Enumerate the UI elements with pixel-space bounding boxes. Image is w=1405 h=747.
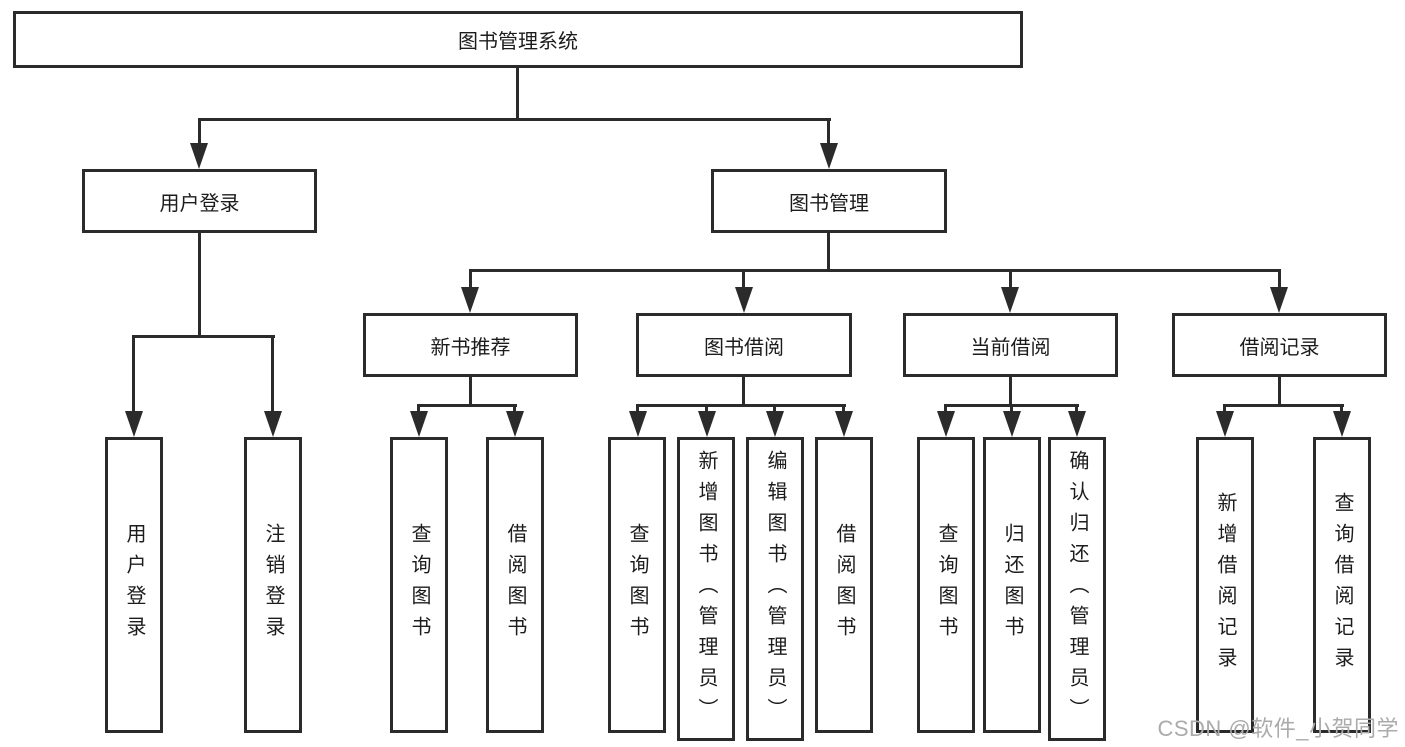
leaf-user-login: 用户登录 xyxy=(105,437,163,733)
connector-l3-drop xyxy=(1009,269,1012,289)
arrowhead-icon xyxy=(766,411,784,437)
leaf-bb-edit-books-admin-label: 编辑图书（管理员） xyxy=(764,449,786,729)
leaf-bb-borrow-books-label: 借阅图书 xyxy=(833,523,855,647)
connector-leaf-drop xyxy=(513,404,516,413)
arrowhead-icon xyxy=(1001,287,1019,313)
connector-leaf-drop xyxy=(1010,404,1013,413)
leaf-bb-add-books-admin: 新增图书（管理员） xyxy=(677,437,735,741)
node-current-borrowing: 当前借阅 xyxy=(903,313,1118,377)
arrowhead-icon xyxy=(1003,411,1021,437)
connector-user-login-branch xyxy=(132,335,275,338)
connector-book-mgmt-drop xyxy=(827,118,830,145)
leaf-br-query-record: 查询借阅记录 xyxy=(1313,437,1371,733)
leaf-bb-borrow-books: 借阅图书 xyxy=(815,437,873,733)
arrowhead-icon xyxy=(735,287,753,313)
connector-user-login-drop xyxy=(198,118,201,145)
leaf-logout-label: 注销登录 xyxy=(262,523,284,647)
connector-root-branch xyxy=(198,118,831,121)
connector-l3-drop xyxy=(469,269,472,289)
leaf-nbr-borrow-books: 借阅图书 xyxy=(486,437,544,733)
connector-l3-drop xyxy=(1278,269,1281,289)
arrowhead-book-mgmt-icon xyxy=(820,143,838,169)
arrowhead-user-login-icon xyxy=(190,143,208,169)
leaf-user-login-label: 用户登录 xyxy=(123,523,145,647)
arrowhead-icon xyxy=(125,411,143,437)
leaf-nbr-query-books-label: 查询图书 xyxy=(408,523,430,647)
connector-root-stub xyxy=(516,68,519,121)
arrowhead-icon xyxy=(1270,287,1288,313)
arrowhead-icon xyxy=(937,411,955,437)
connector-leaf-drop xyxy=(1075,404,1078,413)
node-borrowing-records-label: 借阅记录 xyxy=(1239,336,1320,359)
connector-book-mgmt-branch xyxy=(469,269,1281,272)
leaf-bb-edit-books-admin: 编辑图书（管理员） xyxy=(746,437,804,741)
leaf-cb-confirm-return-admin-label: 确认归还（管理员） xyxy=(1066,449,1088,729)
leaf-bb-query-books-label: 查询图书 xyxy=(626,523,648,647)
connector-bb-stub xyxy=(742,377,745,407)
leaf-br-add-record: 新增借阅记录 xyxy=(1196,437,1254,733)
arrowhead-icon xyxy=(461,287,479,313)
connector-nbr-stub xyxy=(469,377,472,407)
connector-br-branch xyxy=(1223,404,1344,407)
arrowhead-icon xyxy=(1216,411,1234,437)
node-book-management: 图书管理 xyxy=(711,169,947,233)
leaf-logout: 注销登录 xyxy=(244,437,302,733)
connector-leaf-drop xyxy=(842,404,845,413)
connector-leaf-drop xyxy=(944,404,947,413)
arrowhead-icon xyxy=(410,411,428,437)
connector-book-mgmt-stub xyxy=(827,233,830,272)
node-user-login-label: 用户登录 xyxy=(159,192,240,215)
node-user-login: 用户登录 xyxy=(82,169,317,233)
connector-leaf-drop xyxy=(705,404,708,413)
connector-leaf-drop xyxy=(773,404,776,413)
node-book-borrowing: 图书借阅 xyxy=(636,313,852,377)
arrowhead-icon xyxy=(629,411,647,437)
node-book-management-label: 图书管理 xyxy=(789,192,869,215)
leaf-cb-confirm-return-admin: 确认归还（管理员） xyxy=(1048,437,1106,741)
leaf-cb-query-books-label: 查询图书 xyxy=(935,523,957,647)
connector-leaf-drop xyxy=(636,404,639,413)
arrowhead-icon xyxy=(506,411,524,437)
node-new-book-recommend: 新书推荐 xyxy=(363,313,578,377)
connector-l3-drop xyxy=(742,269,745,289)
leaf-br-query-record-label: 查询借阅记录 xyxy=(1331,492,1353,678)
leaf-cb-return-books-label: 归还图书 xyxy=(1001,523,1023,647)
arrowhead-icon xyxy=(1068,411,1086,437)
leaf-bb-query-books: 查询图书 xyxy=(608,437,666,733)
csdn-watermark: CSDN @软件_小贺同学 xyxy=(1157,716,1399,741)
connector-cb-stub xyxy=(1009,377,1012,407)
connector-br-stub xyxy=(1278,377,1281,407)
connector-leaf-drop xyxy=(271,335,274,413)
arrowhead-icon xyxy=(264,411,282,437)
leaf-bb-add-books-admin-label: 新增图书（管理员） xyxy=(695,449,717,729)
connector-leaf-drop xyxy=(132,335,135,413)
node-library-system: 图书管理系统 xyxy=(13,11,1023,68)
arrowhead-icon xyxy=(1333,411,1351,437)
node-new-book-recommend-label: 新书推荐 xyxy=(430,336,511,359)
arrowhead-icon xyxy=(835,411,853,437)
node-current-borrowing-label: 当前借阅 xyxy=(970,336,1051,359)
node-library-system-label: 图书管理系统 xyxy=(458,31,578,53)
connector-leaf-drop xyxy=(417,404,420,413)
connector-leaf-drop xyxy=(1340,404,1343,413)
leaf-nbr-query-books: 查询图书 xyxy=(390,437,448,733)
connector-user-login-stub xyxy=(198,233,201,338)
leaf-nbr-borrow-books-label: 借阅图书 xyxy=(504,523,526,647)
leaf-cb-return-books: 归还图书 xyxy=(983,437,1041,733)
connector-bb-branch xyxy=(636,404,846,407)
arrowhead-icon xyxy=(698,411,716,437)
node-book-borrowing-label: 图书借阅 xyxy=(704,336,784,359)
leaf-cb-query-books: 查询图书 xyxy=(917,437,975,733)
connector-nbr-branch xyxy=(417,404,517,407)
node-borrowing-records: 借阅记录 xyxy=(1172,313,1387,377)
connector-leaf-drop xyxy=(1223,404,1226,413)
leaf-br-add-record-label: 新增借阅记录 xyxy=(1214,492,1236,678)
